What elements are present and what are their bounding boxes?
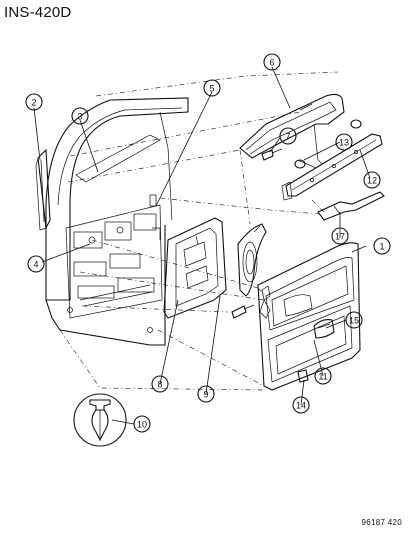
callout-14: 13 bbox=[335, 133, 353, 151]
callout-8-label: 8 bbox=[157, 380, 162, 390]
callout-11-label: 11 bbox=[318, 372, 327, 382]
callout-2-label: 2 bbox=[31, 98, 36, 108]
assembly-lines bbox=[59, 71, 339, 391]
callout-7: 7 bbox=[279, 127, 297, 145]
callout-17-label: 17 bbox=[335, 232, 345, 242]
door-shell bbox=[45, 97, 189, 346]
callout-6: 6 bbox=[263, 53, 281, 71]
callout-11: 11 bbox=[314, 367, 332, 385]
leader-lines bbox=[33, 66, 371, 425]
pull-cup bbox=[313, 319, 335, 339]
callout-10-label: 10 bbox=[137, 420, 147, 430]
callout-17: 17 bbox=[331, 227, 349, 245]
speaker-bezel bbox=[237, 223, 267, 297]
callout-13-label: 12 bbox=[367, 176, 377, 186]
clip-detail-view bbox=[73, 393, 127, 447]
callout-9: 9 bbox=[197, 385, 215, 403]
callout-1-label: 1 bbox=[379, 242, 384, 252]
plug bbox=[297, 369, 309, 383]
callout-3: 3 bbox=[71, 107, 89, 125]
callout-6-label: 6 bbox=[269, 58, 274, 68]
belt-rail bbox=[281, 133, 383, 201]
door-trim-panel bbox=[257, 242, 361, 391]
bracket bbox=[317, 191, 385, 221]
water-shield bbox=[163, 217, 227, 319]
callout-8: 8 bbox=[151, 375, 169, 393]
callout-4-label: 4 bbox=[33, 260, 38, 270]
callout-10: 10 bbox=[133, 415, 151, 433]
diagram-title: INS-420D bbox=[4, 4, 72, 21]
callout-9-label: 9 bbox=[203, 390, 208, 400]
weatherstrip bbox=[35, 148, 51, 231]
callout-14-label: 13 bbox=[339, 138, 349, 148]
callout-15-label: 15 bbox=[349, 316, 359, 326]
callout-1: 1 bbox=[373, 237, 391, 255]
clips bbox=[294, 119, 362, 169]
callout-15: 15 bbox=[345, 311, 363, 329]
callout-12-label: 14 bbox=[296, 401, 306, 411]
callout-3-label: 3 bbox=[77, 112, 82, 122]
callout-4: 4 bbox=[27, 255, 45, 273]
fastener-screw bbox=[231, 304, 255, 319]
callout-5-label: 5 bbox=[209, 84, 214, 94]
screw bbox=[261, 148, 283, 161]
callout-7-label: 7 bbox=[285, 132, 290, 142]
window-garnish bbox=[239, 93, 345, 169]
drawing-code: 96187 420 bbox=[361, 518, 402, 527]
callout-12: 14 bbox=[292, 396, 310, 414]
callout-5: 5 bbox=[203, 79, 221, 97]
callout-13: 12 bbox=[363, 171, 381, 189]
callout-2: 2 bbox=[25, 93, 43, 111]
